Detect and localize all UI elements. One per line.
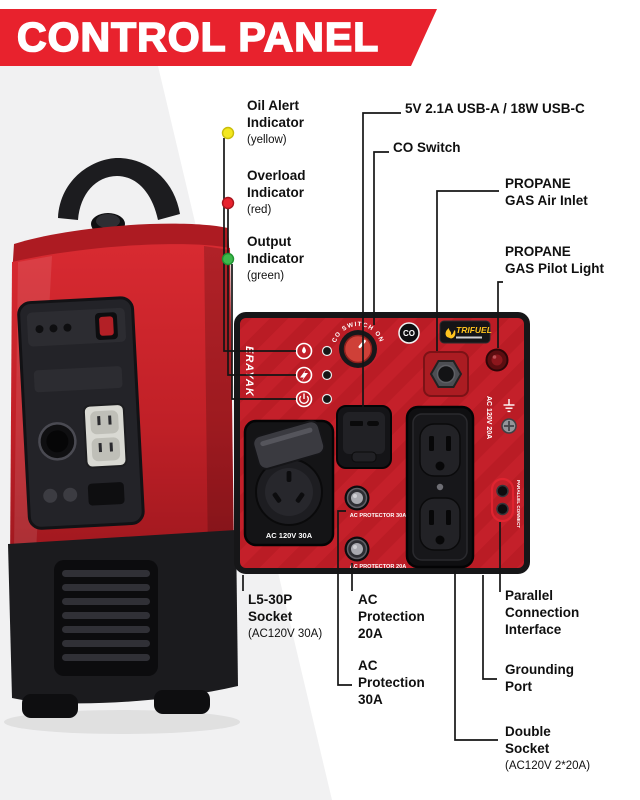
line-co-switch xyxy=(373,151,389,325)
usb-c-port xyxy=(367,421,379,426)
protector-30a-print: AC PROTECTOR 30A xyxy=(350,513,406,519)
callout-co-switch: CO Switch xyxy=(393,140,461,157)
co-badge-label: CO xyxy=(403,329,415,338)
line-usb xyxy=(362,112,401,407)
overload-icon xyxy=(300,369,308,381)
callout-double-socket: Double Socket (AC120V 2*20A) xyxy=(505,724,590,773)
callout-double-socket-title: Double Socket xyxy=(505,724,551,756)
callout-protection-20a-title: AC Protection 20A xyxy=(358,592,425,641)
ac-protector-30a-button: AC PROTECTOR 30A xyxy=(344,485,406,519)
double-socket xyxy=(405,405,475,569)
legend-dots xyxy=(221,126,235,266)
page-title: CONTROL PANEL xyxy=(17,14,380,60)
oil-icon xyxy=(302,346,306,354)
callout-overload-title: Overload Indicator xyxy=(247,168,306,200)
callout-output: Output Indicator (green) xyxy=(247,234,304,283)
flame-icon xyxy=(445,328,456,339)
output-green-dot xyxy=(221,252,235,266)
output-indicator-light xyxy=(295,390,333,408)
generator-foot xyxy=(22,694,78,718)
power-icon xyxy=(299,395,309,405)
line-oil xyxy=(223,138,296,352)
generator-handle xyxy=(58,158,180,220)
callout-usb: 5V 2.1A USB-A / 18W USB-C xyxy=(405,101,585,118)
grounding-port-screw xyxy=(501,418,517,434)
callout-protection-20a: AC Protection 20A xyxy=(358,592,425,642)
brand-logo: ERAYAK xyxy=(243,346,255,397)
parallel-print: PARALLEL CONNECT xyxy=(516,480,521,528)
callout-output-sub: (green) xyxy=(247,269,285,282)
line-grounding xyxy=(482,575,497,680)
callout-oil-alert-sub: (yellow) xyxy=(247,133,287,146)
callout-usb-title: 5V 2.1A USB-A / 18W USB-C xyxy=(405,101,585,116)
callout-overload-sub: (red) xyxy=(247,203,272,216)
protector-20a-print: AC PROTECTOR 20A xyxy=(350,564,406,570)
callout-lines xyxy=(223,112,503,741)
callout-l5-30p: L5-30P Socket (AC120V 30A) xyxy=(248,592,322,641)
vent-slats xyxy=(62,570,150,661)
control-panel-closeup: ERAYAK CO SWITCH ON xyxy=(234,312,530,574)
callout-co-switch-title: CO Switch xyxy=(393,140,461,155)
ac-protector-20a-button: AC PROTECTOR 20A xyxy=(344,536,406,570)
side-print: AC 120V 20A xyxy=(485,396,492,439)
callout-grounding: Grounding Port xyxy=(505,662,574,696)
ground-symbol-icon xyxy=(503,399,515,413)
parallel-connection-interface: PARALLEL CONNECT xyxy=(490,477,521,528)
usb-a-port xyxy=(350,421,363,426)
overload-indicator-light xyxy=(295,366,333,384)
line-output xyxy=(231,264,296,400)
l5-30p-print: AC 120V 30A xyxy=(266,531,313,540)
callout-parallel-title: Parallel Connection Interface xyxy=(505,588,580,637)
oil-yellow-dot xyxy=(221,126,235,140)
socket-cover xyxy=(252,420,326,470)
callout-overload: Overload Indicator (red) xyxy=(247,168,306,217)
callout-pilot-light-title: PROPANE GAS Pilot Light xyxy=(505,244,604,276)
callout-oil-alert: Oil Alert Indicator (yellow) xyxy=(247,98,304,147)
usb-ports xyxy=(336,405,392,469)
callout-oil-alert-title: Oil Alert Indicator xyxy=(247,98,305,130)
header-banner: CONTROL PANEL xyxy=(0,9,437,66)
callout-l5-30p-sub: (AC120V 30A) xyxy=(248,627,323,640)
callout-air-inlet: PROPANE GAS Air Inlet xyxy=(505,176,588,210)
co-badge: CO xyxy=(398,322,420,344)
generator-foot xyxy=(154,690,210,714)
callout-pilot-light: PROPANE GAS Pilot Light xyxy=(505,244,604,278)
callout-output-title: Output Indicator xyxy=(247,234,305,266)
callout-double-socket-sub: (AC120V 2*20A) xyxy=(505,759,591,772)
overload-red-dot xyxy=(221,196,235,210)
line-protection-30a xyxy=(337,510,352,686)
line-double-socket xyxy=(454,570,498,741)
generator-illustration xyxy=(4,158,240,734)
callout-grounding-title: Grounding Port xyxy=(505,662,574,694)
propane-pilot-light xyxy=(485,348,509,372)
propane-air-inlet xyxy=(423,351,469,397)
generator-mini-panel xyxy=(17,296,145,530)
callout-l5-30p-title: L5-30P Socket xyxy=(248,592,293,624)
callout-air-inlet-title: PROPANE GAS Air Inlet xyxy=(505,176,588,208)
co-switch-dial: CO SWITCH ON xyxy=(331,321,384,368)
l5-30p-socket: AC 120V 30A xyxy=(243,419,335,547)
trifuel-label: TRIFUEL xyxy=(456,325,492,335)
trifuel-badge: TRIFUEL xyxy=(439,320,492,344)
line-air-inlet xyxy=(436,190,499,351)
line-pilot-light xyxy=(497,281,503,348)
callout-protection-30a: AC Protection 30A xyxy=(358,658,425,708)
callout-parallel: Parallel Connection Interface xyxy=(505,588,579,638)
oil-alert-indicator-light xyxy=(295,342,333,360)
callout-protection-30a-title: AC Protection 30A xyxy=(358,658,425,707)
